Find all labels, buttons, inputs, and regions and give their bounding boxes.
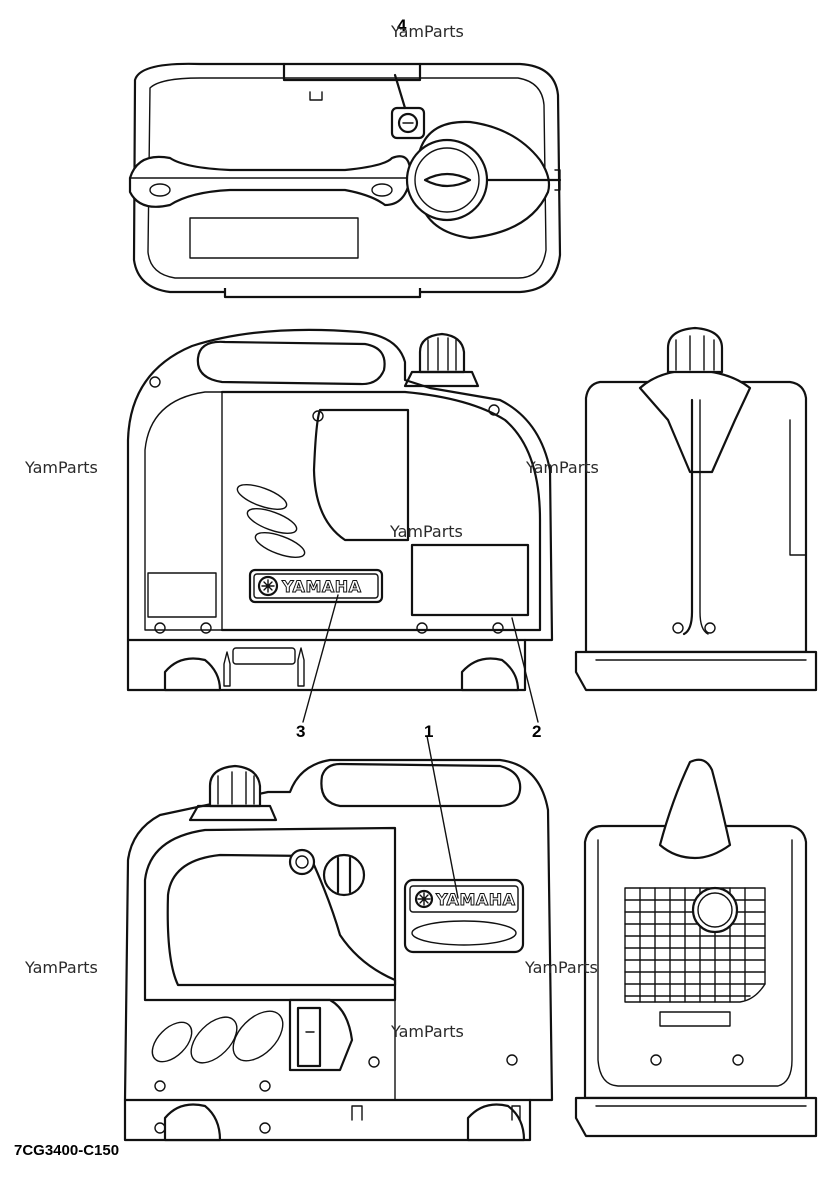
- watermark: YamParts: [525, 958, 598, 977]
- end-view-rear: [574, 326, 818, 692]
- watermark: YamParts: [391, 1022, 464, 1041]
- callout-1: 1: [424, 722, 434, 741]
- watermark: YamParts: [391, 22, 464, 41]
- watermark: YamParts: [526, 458, 599, 477]
- callout-4: 4: [397, 16, 407, 35]
- side-view-right: YAMAHA: [126, 328, 554, 723]
- brand-badge-text-middle: YAMAHA: [281, 577, 362, 596]
- side-view-left: YAMAHA: [123, 735, 554, 1142]
- end-view-front: [574, 758, 818, 1138]
- callout-3: 3: [296, 722, 306, 741]
- brand-badge-text-bottom: YAMAHA: [435, 890, 516, 909]
- watermark: YamParts: [25, 458, 98, 477]
- watermark: YamParts: [390, 522, 463, 541]
- top-view: [128, 62, 562, 299]
- figure-code: 7CG3400-C150: [14, 1142, 120, 1159]
- callout-2: 2: [532, 722, 542, 741]
- watermark: YamParts: [25, 958, 98, 977]
